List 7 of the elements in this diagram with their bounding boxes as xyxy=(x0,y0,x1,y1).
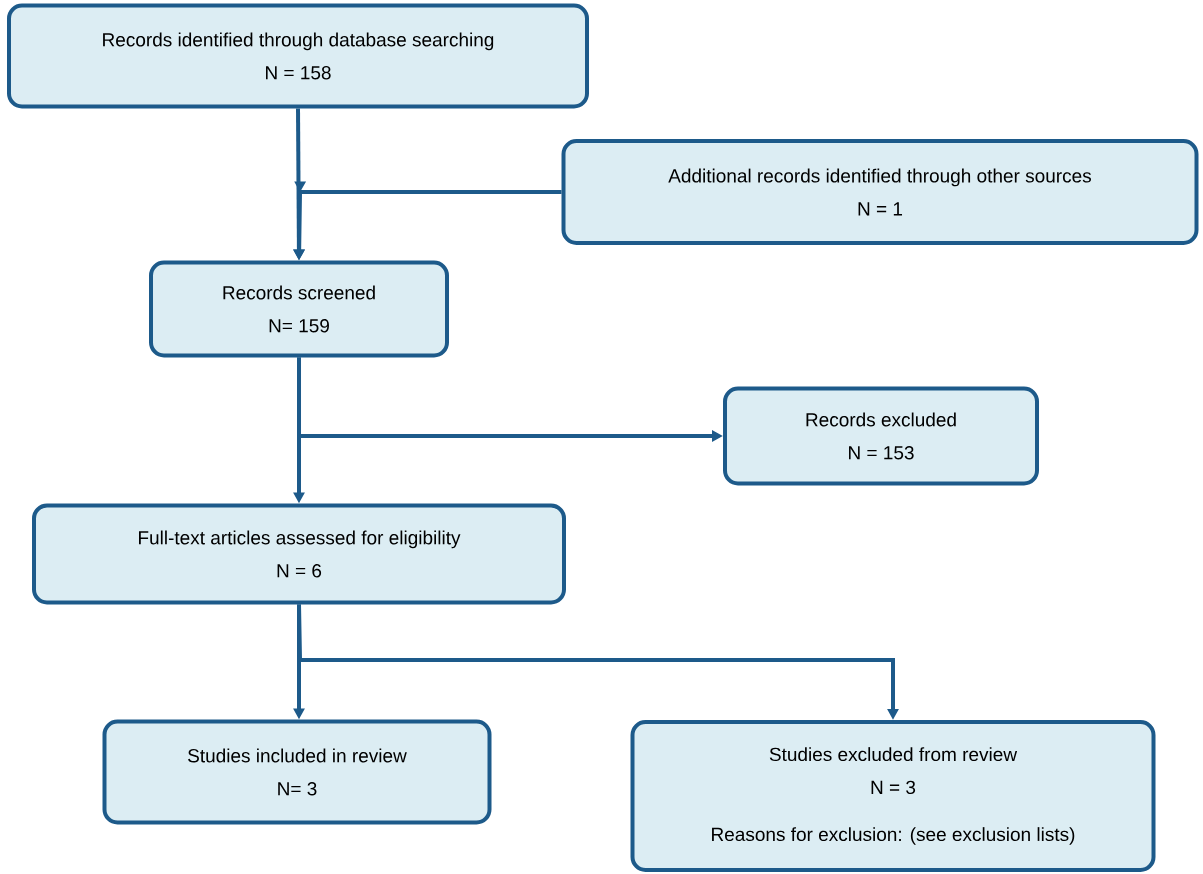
process-box: Full-text articles assessed for eligibility N = 6 xyxy=(32,503,566,605)
process-box: Additional records identified through other sources N = 1 xyxy=(561,139,1199,245)
process-box: Studies included in review N= 3 xyxy=(102,719,492,825)
process-box: Records screened N= 159 xyxy=(149,260,449,358)
process-box: Records excluded N = 153 xyxy=(723,386,1039,486)
process-box: Studies excluded from review N = 3 Reasons for exclusion: (see exclusion lists) xyxy=(630,720,1156,872)
process-box: Records identified through database searching N = 158 xyxy=(7,3,589,109)
